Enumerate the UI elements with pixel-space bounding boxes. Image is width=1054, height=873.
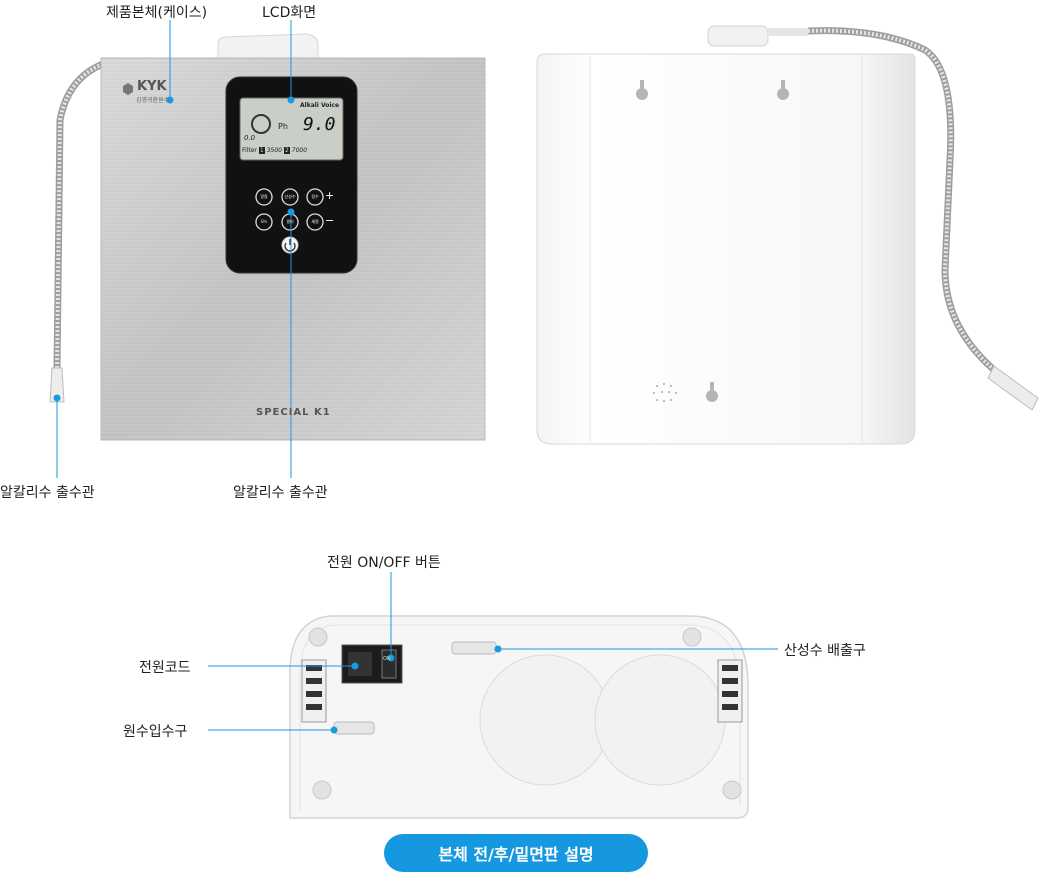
label-case: 제품본체(케이스)	[106, 5, 208, 21]
lcd-filter2-num: 2	[283, 147, 290, 154]
model-text: SPECIAL K1	[256, 407, 331, 418]
button-grid	[255, 188, 324, 231]
label-lcd: LCD화면	[262, 5, 317, 21]
footer-title-pill: 본체 전/후/밑면판 설명	[384, 834, 648, 872]
plus-sign: +	[325, 189, 335, 202]
lcd-header: Alkali Voice	[300, 102, 340, 109]
power-switch	[381, 649, 397, 679]
btn-label-2: 산성수	[284, 194, 296, 199]
footer-title: 본체 전/후/밑면판 설명	[438, 845, 594, 864]
front-hose	[53, 60, 105, 371]
speaker-grille-icon	[653, 383, 677, 402]
label-inlet: 원수입수구	[123, 724, 188, 740]
lcd-value: 9.0	[303, 114, 336, 135]
lcd-filter1-num: 1	[258, 147, 265, 154]
label-outlet-left: 알칼리수 출수관	[0, 485, 95, 501]
cycle-icon	[251, 114, 271, 134]
switch-on-text: ON	[383, 656, 391, 662]
front-unit	[49, 33, 486, 441]
back-case	[536, 53, 916, 445]
btn-label-4: 모드	[260, 219, 268, 224]
lcd-filter-row: Filter 1 3500 2 7000	[242, 145, 341, 156]
filter-bay-left	[479, 654, 611, 786]
mount-holes	[636, 80, 789, 402]
callout-lines	[56, 20, 778, 731]
brand-subtext: 김영귀환원수	[136, 97, 170, 104]
lcd-filter1-val: 3500	[266, 147, 282, 154]
minus-sign: −	[325, 214, 335, 227]
label-acid-outlet: 산성수 배출구	[784, 643, 866, 659]
filter-bay-right	[594, 654, 726, 786]
lcd-filter2-val: 7000	[291, 147, 308, 154]
btn-label-3: 정수	[311, 194, 319, 199]
label-outlet-center: 알칼리수 출수관	[233, 485, 328, 501]
btn-label-6: 세정	[311, 219, 319, 224]
back-unit	[536, 25, 1039, 445]
label-power-cord: 전원코드	[139, 660, 191, 676]
bottom-plate	[289, 615, 749, 819]
brand-text: KYK	[137, 79, 167, 94]
label-power-switch: 전원 ON/OFF 버튼	[327, 555, 441, 571]
lcd-mode: Ph	[278, 122, 288, 131]
btn-label-1: 알칼	[260, 194, 268, 199]
lcd-flow: 0.0	[244, 134, 256, 142]
btn-label-5: 필터	[286, 219, 294, 224]
kyk-logo-icon	[123, 83, 133, 95]
lcd-filter-label: Filter	[242, 147, 257, 154]
callout-dots	[53, 96, 502, 734]
